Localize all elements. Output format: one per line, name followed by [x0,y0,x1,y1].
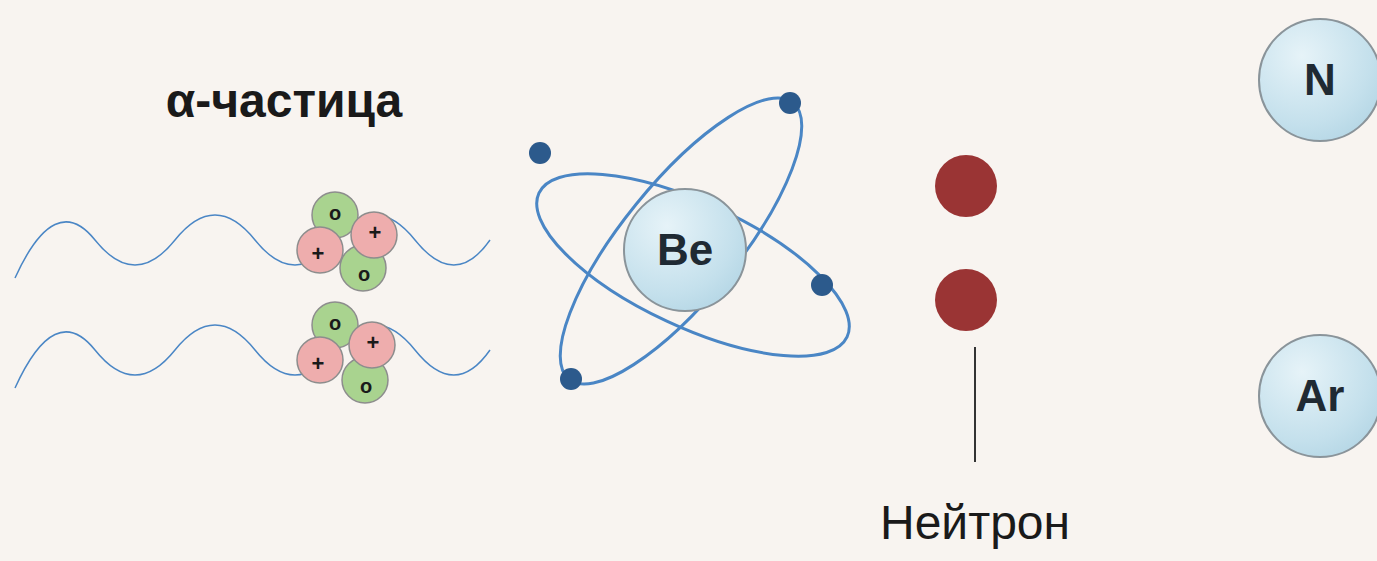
charge-mark: + [367,330,380,356]
particle-label: α-частица [166,73,403,128]
electron [529,92,833,390]
neutron-label: Нейтрон [880,495,1070,550]
charge-mark: o [358,263,370,286]
element-symbol: Be [657,225,713,275]
electron-orbit [524,66,838,416]
neutron [935,155,997,217]
atom-circle: N [1258,18,1377,142]
element-symbol: Ar [1296,371,1345,421]
wave-line [15,215,490,278]
neutron [935,269,997,331]
alpha-particle [297,192,397,291]
alpha-particle [297,302,395,403]
charge-mark: o [360,375,372,398]
charge-mark: o [329,312,341,335]
leader-line [974,347,976,462]
charge-mark: + [312,241,325,267]
electron-orbit [513,137,874,393]
charge-mark: + [369,220,382,246]
wave-line [15,325,490,388]
charge-mark: + [312,351,325,377]
atom-circle: Be [623,188,747,312]
atom-circle: Ar [1258,334,1377,458]
element-symbol: N [1304,55,1336,105]
charge-mark: o [329,202,341,225]
